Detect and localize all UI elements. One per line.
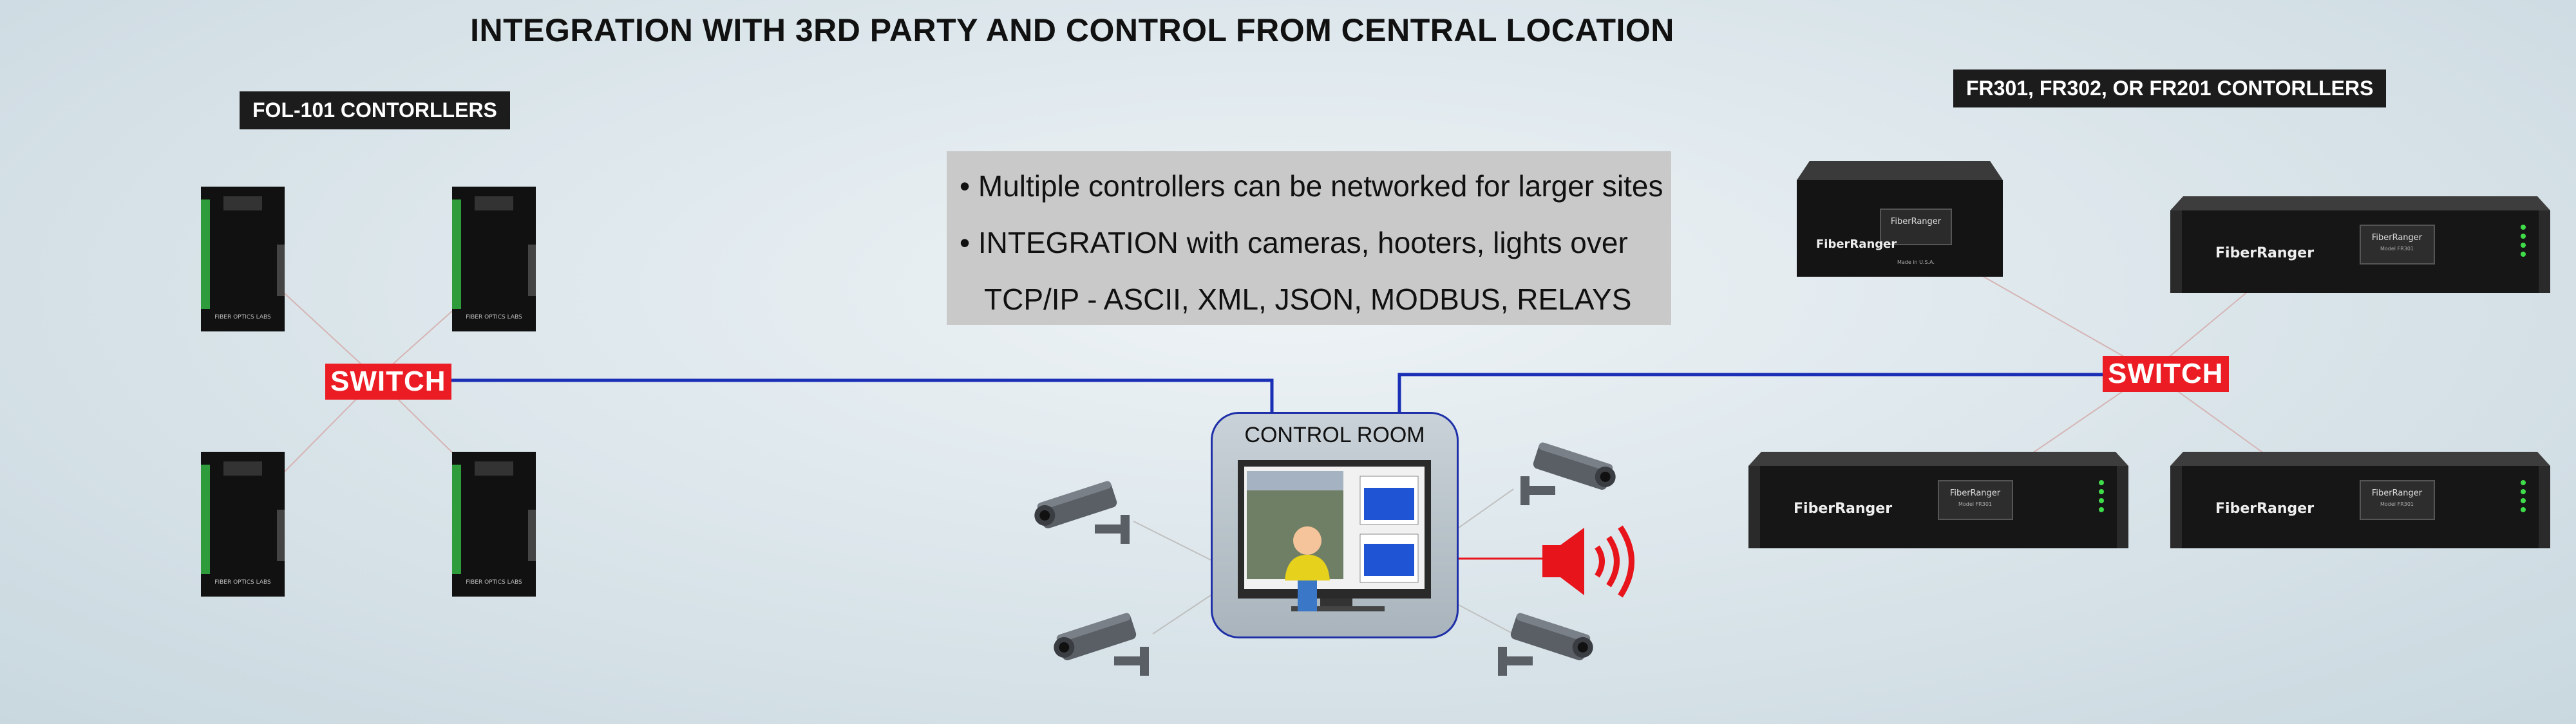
fr-brand-text: FiberRanger bbox=[2215, 245, 2314, 261]
bullet-item: • INTEGRATION with cameras, hooters, lig… bbox=[960, 226, 1628, 259]
fr-made-text: Made in U.S.A. bbox=[1897, 259, 1935, 265]
fol-brand-text: FIBER OPTICS LABS bbox=[466, 314, 522, 320]
security-camera-icon bbox=[1498, 613, 1593, 676]
fol-brand-text: FIBER OPTICS LABS bbox=[214, 314, 271, 320]
speaker-icon bbox=[1542, 525, 1634, 598]
fr-rack-unit-1: FiberRanger FiberRanger Model FR301 bbox=[2170, 196, 2550, 296]
control-room-label: CONTROL ROOM bbox=[1244, 423, 1425, 447]
bullet-continuation: TCP/IP - ASCII, XML, JSON, MODBUS, RELAY… bbox=[984, 283, 1632, 316]
bullet-item: • Multiple controllers can be networked … bbox=[960, 169, 1663, 203]
link-camera-2 bbox=[1152, 595, 1211, 635]
fr-rack-icon: FiberRanger FiberRanger Model FR301 bbox=[1748, 452, 2128, 548]
right-switch: SWITCH bbox=[2103, 356, 2229, 392]
link-camera-4 bbox=[1458, 604, 1514, 635]
fr-rack-unit-3: FiberRanger FiberRanger Model FR301 bbox=[2170, 452, 2550, 552]
fr-model-text: Model FR301 bbox=[2380, 246, 2414, 252]
camera-4 bbox=[1488, 602, 1597, 685]
security-camera-icon bbox=[1054, 613, 1149, 676]
fr-panel-text: FiberRanger bbox=[2372, 233, 2423, 243]
left-switch: SWITCH bbox=[325, 364, 451, 400]
camera-2 bbox=[1050, 602, 1159, 685]
fr-panel-text: FiberRanger bbox=[2372, 488, 2423, 498]
fol-controller-icon: FIBER OPTICS LABS bbox=[452, 452, 536, 597]
fr-brand-text: FiberRanger bbox=[2215, 501, 2314, 517]
fr-desktop-unit: FiberRanger FiberRanger Made in U.S.A. bbox=[1797, 161, 2003, 280]
fr-brand-text: FiberRanger bbox=[1816, 237, 1897, 251]
info-box: • Multiple controllers can be networked … bbox=[947, 151, 1671, 325]
page-title: INTEGRATION WITH 3RD PARTY AND CONTROL F… bbox=[470, 12, 1674, 48]
link-fol-1 bbox=[276, 286, 377, 379]
operator-workstation-icon bbox=[1238, 460, 1431, 611]
fol-controller-3: FIBER OPTICS LABS bbox=[201, 452, 285, 600]
fr-panel-text: FiberRanger bbox=[1891, 217, 1942, 227]
fr-model-text: Model FR301 bbox=[1958, 501, 1992, 507]
fr-panel-text: FiberRanger bbox=[1950, 488, 2001, 498]
fol-brand-text: FIBER OPTICS LABS bbox=[466, 579, 522, 586]
fr-desktop-icon: FiberRanger FiberRanger Made in U.S.A. bbox=[1797, 161, 2003, 277]
link-camera-3 bbox=[1458, 488, 1514, 528]
fol-brand-text: FIBER OPTICS LABS bbox=[214, 579, 271, 586]
fol-controller-icon: FIBER OPTICS LABS bbox=[452, 187, 536, 331]
trunk-right bbox=[1397, 373, 2106, 412]
bullet-text: Multiple controllers can be networked fo… bbox=[978, 169, 1663, 203]
fol-controller-icon: FIBER OPTICS LABS bbox=[201, 187, 285, 331]
security-camera-icon bbox=[1520, 442, 1616, 505]
fol-controller-4: FIBER OPTICS LABS bbox=[452, 452, 536, 600]
fr-rack-icon: FiberRanger FiberRanger Model FR301 bbox=[2170, 452, 2550, 548]
control-room: CONTROL ROOM bbox=[1211, 412, 1459, 638]
bullet-text: INTEGRATION with cameras, hooters, light… bbox=[978, 226, 1628, 259]
right-group-label: FR301, FR302, OR FR201 CONTORLLERS bbox=[1953, 70, 2387, 108]
camera-1 bbox=[1030, 470, 1140, 553]
link-camera-1 bbox=[1133, 521, 1211, 561]
fr-rack-unit-2: FiberRanger FiberRanger Model FR301 bbox=[1748, 452, 2128, 552]
fr-model-text: Model FR301 bbox=[2380, 501, 2414, 507]
fol-controller-icon: FIBER OPTICS LABS bbox=[201, 452, 285, 597]
camera-3 bbox=[1510, 431, 1620, 515]
fol-controller-1: FIBER OPTICS LABS bbox=[201, 187, 285, 335]
fol-controller-2: FIBER OPTICS LABS bbox=[452, 187, 536, 335]
hooter bbox=[1542, 518, 1645, 608]
security-camera-icon bbox=[1034, 481, 1130, 544]
fr-brand-text: FiberRanger bbox=[1794, 501, 1892, 517]
trunk-left bbox=[422, 378, 1274, 412]
fr-rack-icon: FiberRanger FiberRanger Model FR301 bbox=[2170, 196, 2550, 293]
left-group-label: FOL-101 CONTORLLERS bbox=[240, 91, 510, 130]
